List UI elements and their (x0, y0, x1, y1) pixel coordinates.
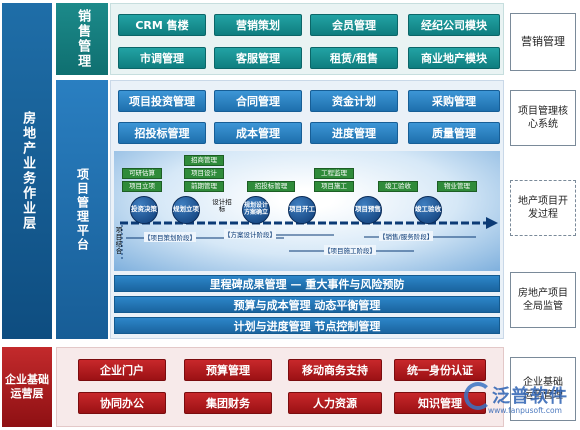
approval-box: 项目立项 (122, 181, 162, 192)
construction-phase-label: 【项目施工阶段】 (324, 245, 376, 255)
mobile-business-button[interactable]: 移动商务支持 (288, 359, 382, 381)
sales-section-column: 销售管理 (56, 3, 108, 75)
sales-phase-label: 【销售/服务阶段】 (379, 231, 434, 241)
bidding-management-button[interactable]: 招投标管理 (118, 122, 206, 144)
enterprise-section-column: 企业基础运营层 (2, 347, 52, 427)
completion-milestone: 竣工验收 (414, 196, 442, 224)
planning-phase-label: 【项目策划阶段】 (144, 232, 196, 242)
watermark-logo-icon (464, 382, 492, 410)
human-resources-button[interactable]: 人力资源 (288, 392, 382, 414)
watermark-brand: 泛普软件 (492, 386, 568, 407)
global-monitor-label: 房地产项目全局监管 (510, 272, 576, 328)
construction-box: 项目施工 (314, 181, 354, 192)
marketing-planning-button[interactable]: 营销策划 (214, 14, 302, 36)
design-phase-label: 【方案设计阶段】 (224, 229, 276, 239)
invest-decision-milestone: 投资决策 (130, 196, 158, 224)
project-section-label: 项目管理平台 (75, 167, 90, 252)
enterprise-section-label: 企业基础运营层 (5, 373, 49, 400)
design-box: 项目设计 (184, 168, 224, 179)
start-point-label: 项目结合 (115, 226, 123, 256)
early-box: 前期管理 (184, 181, 224, 192)
plan-design-milestone: 规划设计方案确立 (242, 196, 270, 224)
leasing-button[interactable]: 租赁/租售 (310, 47, 398, 69)
supervision-box: 工程监理 (314, 168, 354, 179)
budget-bar: 预算与成本管理 动态平衡管理 (114, 296, 500, 313)
sales-section-label: 销售管理 (75, 9, 91, 69)
procurement-button[interactable]: 采购管理 (408, 90, 500, 112)
presale-milestone: 项目预售 (354, 196, 382, 224)
plan-approval-milestone: 规划立项 (172, 196, 200, 224)
watermark: 泛普软件 www.fanpusoft.com (462, 380, 578, 426)
design-bid-label: 设计招标 (212, 198, 232, 214)
plan-bar: 计划与进度管理 节点控制管理 (114, 317, 500, 334)
acceptance-box: 竣工验收 (378, 181, 418, 192)
project-investment-button[interactable]: 项目投资管理 (118, 90, 206, 112)
collaborative-office-button[interactable]: 协同办公 (78, 392, 166, 414)
broker-module-button[interactable]: 经纪公司模块 (408, 14, 500, 36)
bidding-box: 招商管理 (184, 155, 224, 166)
customer-service-button[interactable]: 客服管理 (214, 47, 302, 69)
cost-management-button[interactable]: 成本管理 (214, 122, 302, 144)
group-finance-button[interactable]: 集团财务 (184, 392, 272, 414)
fund-plan-button[interactable]: 资金计划 (310, 90, 398, 112)
enterprise-right-label: 企业基础运营管理 (510, 357, 576, 421)
knowledge-management-button[interactable]: 知识管理 (394, 392, 486, 414)
schedule-management-button[interactable]: 进度管理 (310, 122, 398, 144)
property-box: 物业管理 (437, 181, 477, 192)
market-research-button[interactable]: 市调管理 (118, 47, 206, 69)
business-layer-column: 房地产业务作业层 (2, 3, 52, 339)
crm-button[interactable]: CRM 售楼 (118, 14, 206, 36)
feasibility-box: 可研估算 (122, 168, 162, 179)
enterprise-portal-button[interactable]: 企业门户 (78, 359, 166, 381)
tender-box: 招投标管理 (247, 181, 295, 192)
business-layer-label: 房地产业务作业层 (20, 111, 36, 231)
project-start-milestone: 项目开工 (288, 196, 316, 224)
marketing-right-label: 营销管理 (510, 13, 576, 71)
commercial-module-button[interactable]: 商业地产模块 (408, 47, 500, 69)
process-diagram: 可研估算 项目立项 招商管理 项目设计 前期管理 招投标管理 工程监理 项目施工… (114, 151, 500, 271)
quality-management-button[interactable]: 质量管理 (408, 122, 500, 144)
project-section-column: 项目管理平台 (56, 80, 108, 339)
contract-management-button[interactable]: 合同管理 (214, 90, 302, 112)
core-system-label: 项目管理核心系统 (510, 90, 576, 146)
identity-auth-button[interactable]: 统一身份认证 (394, 359, 486, 381)
milestone-bar: 里程碑成果管理 — 重大事件与风险预防 (114, 275, 500, 292)
watermark-url: www.fanpusoft.com (488, 406, 562, 415)
development-process-label: 地产项目开发过程 (510, 180, 576, 236)
member-management-button[interactable]: 会员管理 (310, 14, 398, 36)
budget-management-button[interactable]: 预算管理 (184, 359, 272, 381)
